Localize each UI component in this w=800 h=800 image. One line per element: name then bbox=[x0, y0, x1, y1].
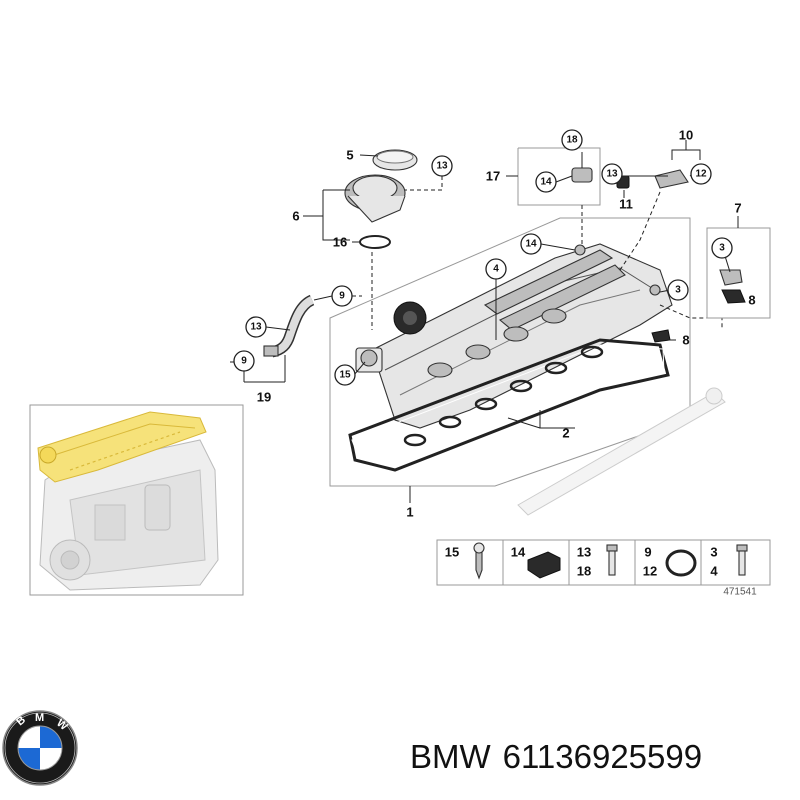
callout-12: 12 bbox=[690, 163, 712, 185]
svg-text:18: 18 bbox=[566, 135, 578, 146]
svg-text:13: 13 bbox=[250, 322, 262, 333]
svg-text:3: 3 bbox=[675, 285, 681, 296]
callout-13-top: 13 bbox=[431, 155, 453, 177]
callout-9-top: 9 bbox=[331, 285, 353, 307]
callout-18: 18 bbox=[561, 129, 583, 151]
legend-15: 15 bbox=[445, 545, 459, 560]
svg-text:13: 13 bbox=[606, 169, 618, 180]
callout-5: 5 bbox=[346, 148, 353, 163]
callout-7: 7 bbox=[734, 201, 741, 216]
callout-10: 10 bbox=[679, 128, 693, 143]
legend-3: 3 bbox=[710, 545, 717, 560]
callout-16: 16 bbox=[333, 235, 347, 250]
legend-13: 13 bbox=[577, 545, 591, 560]
oil-filler-cap bbox=[344, 149, 418, 249]
callout-numbers: 5 6 16 13 9 13 9 19 15 4 14 3 8 2 1 17 1… bbox=[233, 128, 756, 520]
callout-3-box: 3 bbox=[711, 237, 733, 259]
product-title: BMW 61136925599 bbox=[410, 738, 714, 776]
bmw-logo: B M W bbox=[2, 710, 78, 786]
cylinder-head-cover bbox=[355, 243, 673, 429]
camshaft-sensors bbox=[571, 167, 689, 256]
svg-text:13: 13 bbox=[436, 161, 448, 172]
callout-6: 6 bbox=[292, 209, 299, 224]
callout-4: 4 bbox=[485, 258, 507, 280]
legend-14: 14 bbox=[511, 545, 526, 560]
callout-19: 19 bbox=[257, 390, 271, 405]
legend-12: 12 bbox=[643, 564, 657, 579]
fastener-legend: 15 14 13 18 9 12 3 4 471541 bbox=[436, 539, 771, 598]
svg-text:4: 4 bbox=[493, 264, 499, 275]
svg-text:12: 12 bbox=[695, 169, 707, 180]
fuel-rail-outline bbox=[517, 387, 726, 516]
callout-14-mid: 14 bbox=[520, 233, 542, 255]
svg-text:14: 14 bbox=[525, 239, 537, 250]
callout-13-topright: 13 bbox=[601, 163, 623, 185]
brand-name: BMW bbox=[410, 738, 491, 775]
callout-14-top: 14 bbox=[535, 171, 557, 193]
part-number: 61136925599 bbox=[502, 738, 703, 775]
callout-15: 15 bbox=[334, 364, 356, 386]
callout-11: 11 bbox=[619, 197, 633, 212]
drawing-number: 471541 bbox=[723, 587, 757, 598]
svg-text:14: 14 bbox=[540, 177, 552, 188]
legend-9: 9 bbox=[644, 545, 651, 560]
svg-text:15: 15 bbox=[339, 370, 351, 381]
svg-text:9: 9 bbox=[339, 291, 345, 302]
brackets bbox=[649, 269, 746, 343]
legend-4: 4 bbox=[710, 564, 718, 579]
cover-gasket bbox=[348, 338, 670, 472]
callout-8-mid: 8 bbox=[682, 333, 689, 348]
callout-8-box: 8 bbox=[748, 293, 755, 308]
svg-text:3: 3 bbox=[719, 243, 725, 254]
leader-lines bbox=[230, 140, 771, 503]
callout-1: 1 bbox=[406, 505, 413, 520]
callout-2: 2 bbox=[562, 426, 569, 441]
callout-13-left: 13 bbox=[245, 316, 267, 338]
svg-text:M: M bbox=[35, 712, 44, 724]
callout-9-left: 9 bbox=[233, 350, 255, 372]
breather-hose bbox=[263, 294, 315, 358]
engine-overview-inset bbox=[29, 404, 244, 596]
legend-18: 18 bbox=[577, 564, 591, 579]
svg-text:9: 9 bbox=[241, 356, 247, 367]
callout-17: 17 bbox=[486, 169, 500, 184]
callout-3-right: 3 bbox=[667, 279, 689, 301]
